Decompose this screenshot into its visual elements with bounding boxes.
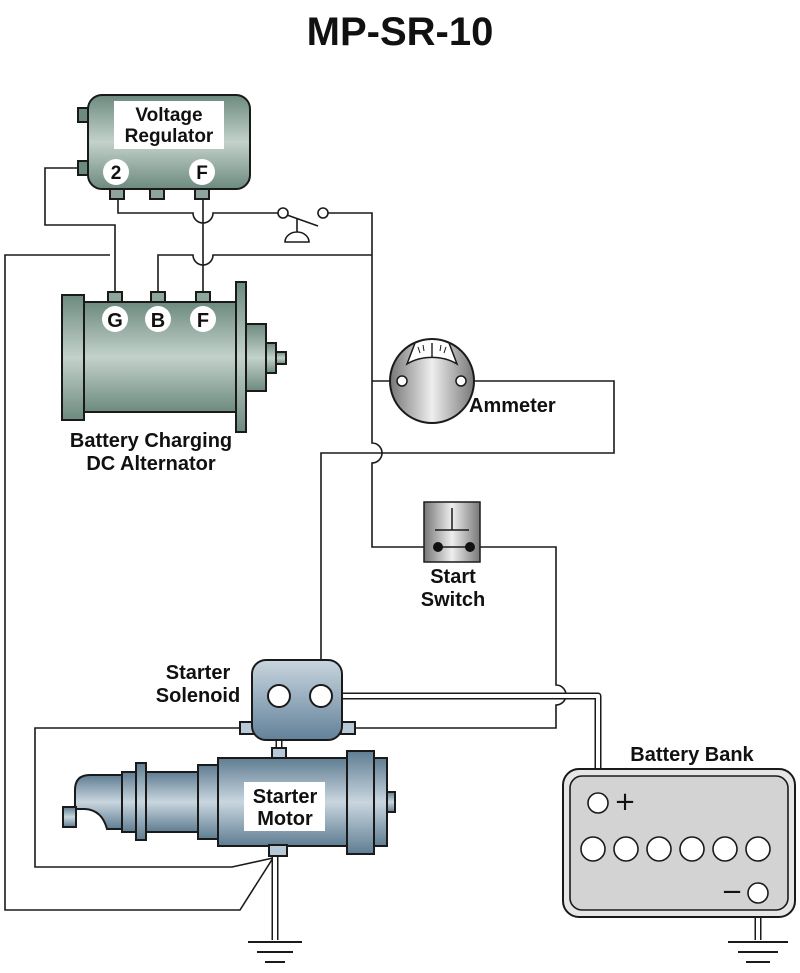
battery-cell: [745, 836, 771, 862]
voltage-regulator: Voltage Regulator 2 F: [77, 94, 251, 200]
wire-alt-b-to-bus: [157, 254, 372, 292]
alternator-terminal-g: [102, 306, 128, 332]
wire-switch-to-bus: [328, 212, 373, 255]
alternator-terminal-g-label: G: [107, 310, 123, 332]
regulator-terminal-2: [103, 159, 129, 185]
battery-negative-sign: −: [721, 877, 743, 907]
starter-label-line2: Motor: [257, 808, 313, 830]
regulator-label-line2: Regulator: [125, 126, 214, 147]
battery-cell: [580, 836, 606, 862]
alternator-flange: [235, 281, 247, 433]
start-switch[interactable]: Start Switch: [421, 501, 485, 611]
solenoid-terminal-right: [309, 684, 333, 708]
alternator-terminal-f-label: F: [197, 310, 209, 332]
regulator-terminal-f: [189, 159, 215, 185]
battery-positive-terminal: [587, 792, 609, 814]
ammeter-label: Ammeter: [469, 395, 556, 417]
starter-label-box: [244, 782, 325, 831]
alternator-terminal-f: [190, 306, 216, 332]
solenoid-label-line1: Starter: [166, 662, 231, 684]
wire-solenoid-ground: [34, 727, 274, 868]
alternator-label-line1: Battery Charging: [70, 430, 232, 452]
battery-cell: [712, 836, 738, 862]
regulator-terminal-2-label: 2: [111, 163, 122, 184]
battery-positive-sign: +: [614, 787, 636, 817]
wire-reg-to-alt-g: [44, 167, 116, 292]
alternator-terminal-b-label: B: [151, 310, 165, 332]
start-switch-label-line2: Switch: [421, 589, 485, 611]
starter-solenoid: Starter Solenoid: [156, 659, 356, 741]
starter-label-line1: Starter: [253, 786, 318, 808]
ammeter: Ammeter: [389, 338, 556, 424]
starter-drive-housing: [74, 774, 124, 830]
wire-ammeter-to-solenoid: [320, 380, 615, 690]
ground-symbol-motor: [248, 941, 302, 963]
battery-cell: [613, 836, 639, 862]
regulator-label-line1: Voltage: [135, 105, 202, 126]
wire-alt-ground: [4, 254, 274, 911]
battery-cell: [646, 836, 672, 862]
regulator-terminal-f-label: F: [196, 163, 208, 184]
battery-cells: [580, 836, 771, 862]
battery-bank: Battery Bank + −: [562, 744, 796, 918]
solenoid-body: [251, 659, 343, 741]
start-switch-label-line1: Start: [430, 566, 476, 588]
alternator-label-line2: DC Alternator: [86, 453, 215, 475]
battery-inner: [569, 775, 789, 911]
diagram-title: MP-SR-10: [307, 10, 494, 54]
starter-motor: Starter Motor: [62, 747, 396, 857]
battery-cell: [679, 836, 705, 862]
solenoid-label-line2: Solenoid: [156, 685, 240, 707]
wire-reg-2-to-switch: [117, 198, 278, 224]
regulator-label-box: [114, 101, 224, 149]
alternator: G B F Battery Charging DC Alternator: [61, 281, 287, 475]
battery-negative-terminal: [747, 882, 769, 904]
alternator-shaft: [275, 351, 287, 365]
wire-bus-to-start-switch: [371, 255, 430, 548]
solenoid-terminal-left: [267, 684, 291, 708]
ground-symbol-battery: [728, 941, 788, 963]
battery-label: Battery Bank: [630, 744, 754, 766]
regulator-pushbutton-switch[interactable]: [277, 207, 329, 243]
alternator-end-cap: [61, 294, 85, 421]
alternator-terminal-b: [145, 306, 171, 332]
